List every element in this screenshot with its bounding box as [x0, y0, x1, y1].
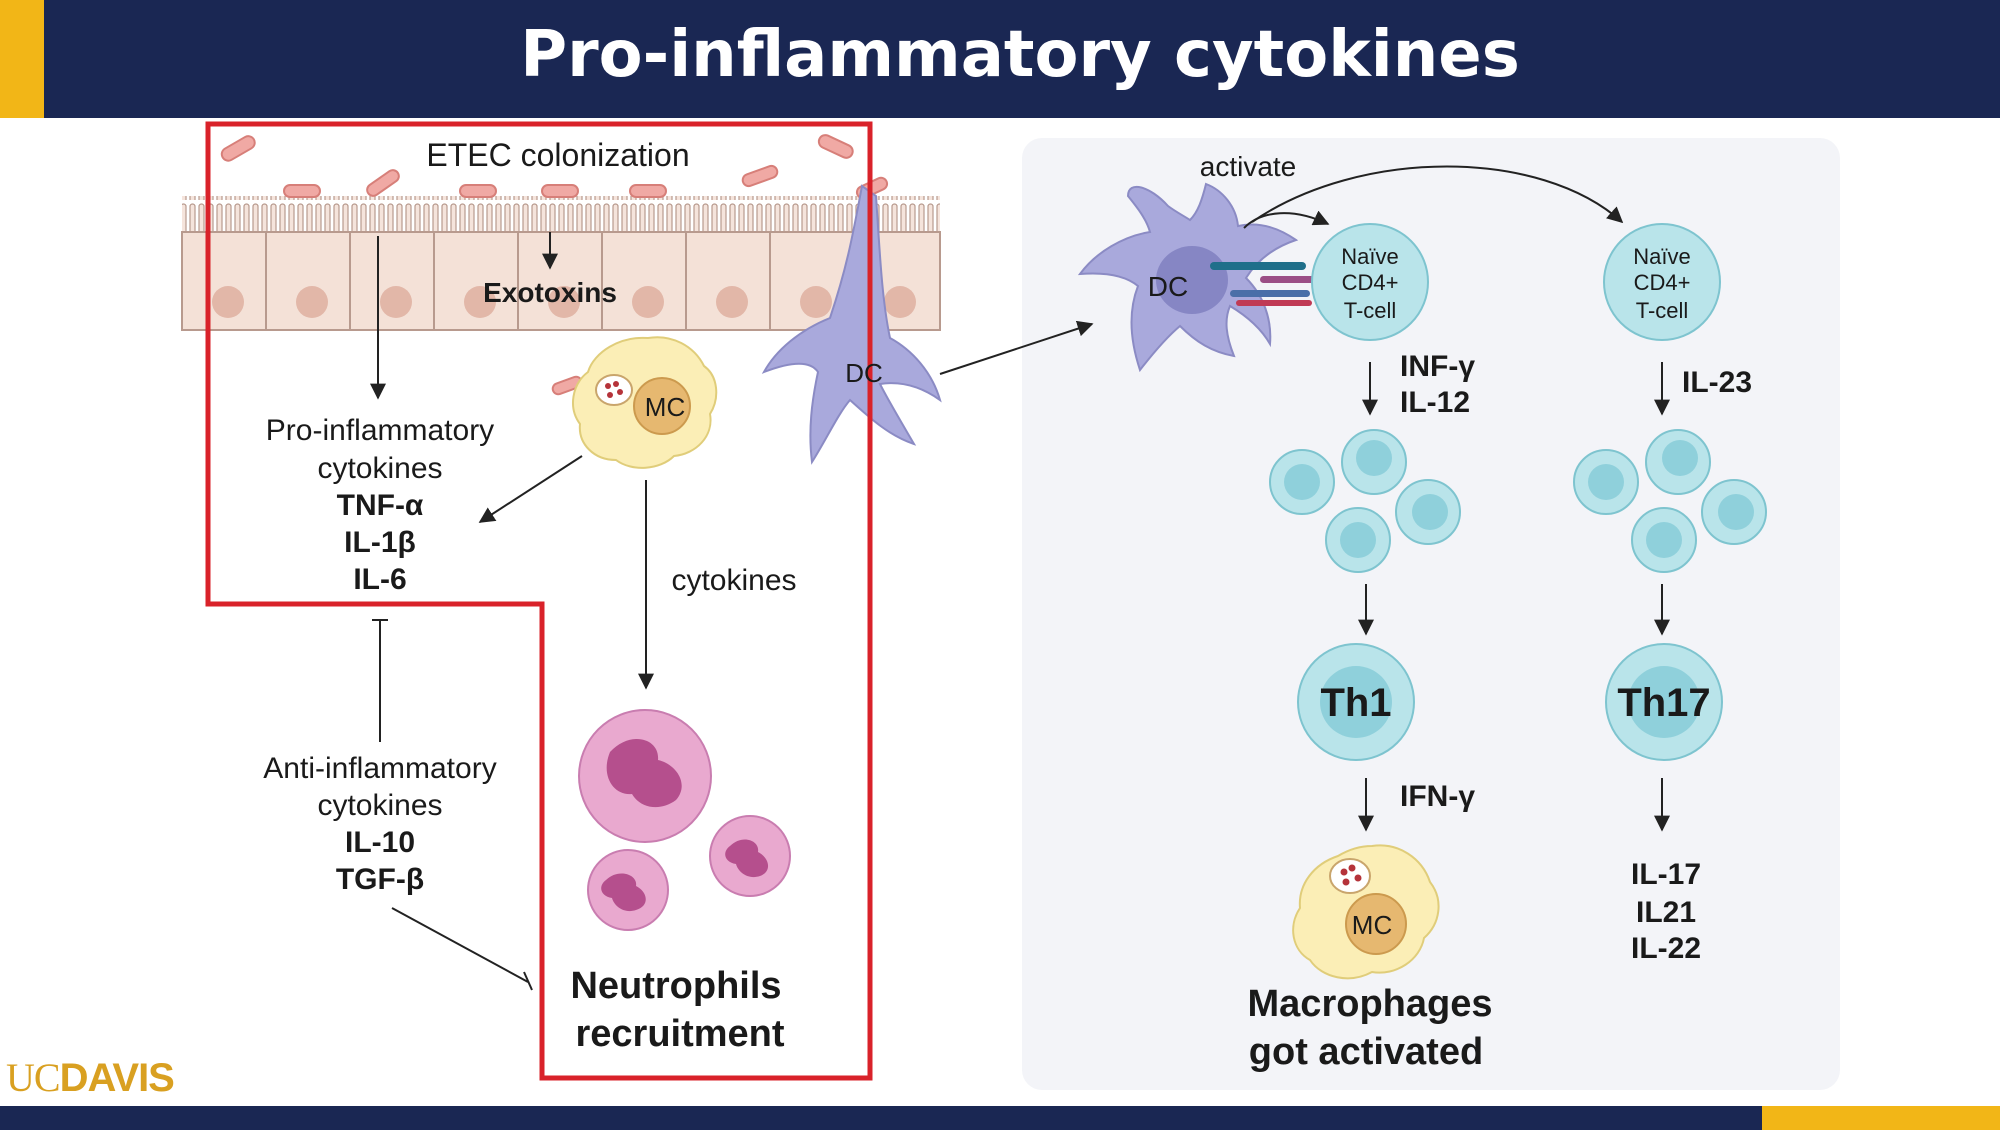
macrophage-right	[1292, 844, 1440, 980]
th1-label: Th1	[1320, 681, 1391, 725]
bottom-accent	[1762, 1106, 2000, 1130]
epithelium	[181, 196, 941, 331]
neutrophils-title-2: recruitment	[575, 1013, 784, 1055]
th1-cell	[1297, 643, 1415, 761]
pro-title-1: Pro-inflammatory	[266, 414, 494, 447]
activate-label: activate	[1200, 151, 1297, 182]
uc-davis-logo: UCDAVIS	[6, 1054, 175, 1101]
naive2-line3: T-cell	[1636, 298, 1689, 323]
dendritic-cell-right	[1077, 182, 1299, 373]
th1-input-il12: IL-12	[1400, 386, 1470, 419]
naive-tcell-2	[1603, 223, 1721, 341]
dendritic-cell-epithelial	[761, 184, 942, 465]
logo-davis: DAVIS	[59, 1056, 175, 1100]
receptor-complex	[1210, 262, 1316, 306]
mc-label-left: MC	[645, 392, 685, 422]
macrophages-title-1: Macrophages	[1248, 983, 1493, 1025]
dc-label-right: DC	[1148, 271, 1188, 302]
macrophage-left	[572, 336, 718, 469]
title-bar	[0, 0, 2000, 118]
page-title: Pro-inflammatory cytokines	[520, 18, 1520, 92]
highlight-outline	[205, 121, 873, 1081]
tcell-cluster-2	[1573, 429, 1767, 573]
left-arrows	[370, 232, 1094, 991]
naive2-line1: Naïve	[1633, 244, 1690, 269]
pro-item-tnf: TNF-α	[337, 489, 424, 522]
th17-output-il21: IL21	[1636, 896, 1696, 929]
th17-cell	[1605, 643, 1723, 761]
th17-label: Th17	[1617, 681, 1710, 725]
etec-bacteria	[220, 134, 889, 396]
anti-title-1: Anti-inflammatory	[263, 752, 496, 785]
naive1-line3: T-cell	[1344, 298, 1397, 323]
pro-item-il1: IL-1β	[344, 526, 416, 559]
neutrophils-title-1: Neutrophils	[570, 965, 781, 1007]
naive-tcell-1	[1311, 223, 1429, 341]
exotoxins-label: Exotoxins	[483, 277, 617, 308]
etec-label: ETEC colonization	[426, 137, 689, 173]
anti-title-2: cytokines	[317, 789, 442, 822]
ifn-label: IFN-γ	[1400, 780, 1475, 813]
th17-output-il17: IL-17	[1631, 858, 1701, 891]
th1-input-inf: INF-γ	[1400, 350, 1475, 383]
neutrophils	[578, 709, 791, 931]
th17-input-il23: IL-23	[1682, 366, 1752, 399]
title-accent	[0, 0, 44, 118]
logo-uc: UC	[6, 1055, 61, 1100]
right-panel	[1022, 138, 1840, 1090]
right-arrows	[1243, 165, 1670, 832]
bottom-bar	[0, 1106, 2000, 1130]
anti-item-il10: IL-10	[345, 826, 415, 859]
macrophages-title-2: got activated	[1249, 1031, 1483, 1073]
th17-output-il22: IL-22	[1631, 932, 1701, 965]
dc-label-left: DC	[845, 358, 883, 388]
naive2-line2: CD4+	[1634, 270, 1691, 295]
naive1-line1: Naïve	[1341, 244, 1398, 269]
cytokines-label: cytokines	[671, 564, 796, 597]
pro-title-2: cytokines	[317, 452, 442, 485]
tcell-cluster-1	[1269, 429, 1461, 573]
anti-item-tgf: TGF-β	[336, 863, 424, 896]
pro-item-il6: IL-6	[353, 563, 406, 596]
mc-label-right: MC	[1352, 910, 1392, 940]
naive1-line2: CD4+	[1342, 270, 1399, 295]
